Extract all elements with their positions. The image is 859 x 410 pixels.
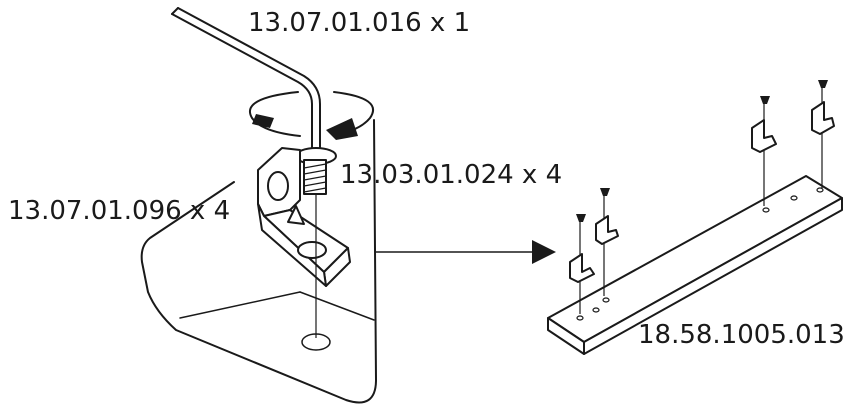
guide-line-icon bbox=[301, 194, 331, 351]
allen-key-part-label: 13.07.01.016 x 1 bbox=[248, 8, 471, 38]
rotation-arrow-icon bbox=[249, 91, 375, 140]
screw-icon bbox=[295, 147, 337, 195]
direction-arrow-icon bbox=[375, 240, 556, 264]
board-icon bbox=[547, 175, 843, 355]
allen-key-icon bbox=[171, 7, 321, 151]
board-part-label: 18.58.1005.013 bbox=[638, 320, 845, 350]
small-bracket-icon bbox=[569, 80, 835, 314]
detail-callout-icon bbox=[140, 119, 377, 404]
screw-part-label: 13.03.01.024 x 4 bbox=[340, 160, 563, 190]
angle-bracket-icon bbox=[257, 147, 351, 287]
bracket-part-label: 13.07.01.096 x 4 bbox=[8, 196, 231, 226]
